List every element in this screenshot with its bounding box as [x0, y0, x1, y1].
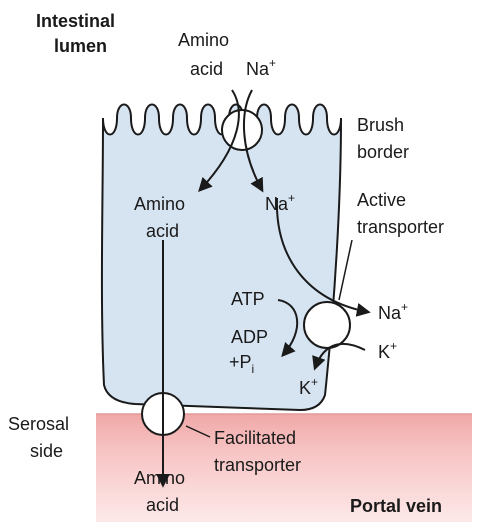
amino-acid-entry-path: [198, 89, 240, 193]
top-amino-acid-label: Amino: [178, 30, 229, 50]
brush-border-label: Brush: [357, 115, 404, 135]
intestinal-lumen-label: Intestinal: [36, 11, 115, 31]
top-sodium-label: Na+: [246, 56, 276, 79]
sodium-out-label: Na+: [378, 300, 408, 323]
cell-amino-acid-label: Amino: [134, 194, 185, 214]
potassium-cell-label: K+: [299, 375, 318, 398]
facilitated-transporter-label: Facilitated: [214, 428, 296, 448]
brush-border-label-2: border: [357, 142, 409, 162]
intestinal-lumen-label-2: lumen: [54, 36, 107, 56]
cell-amino-acid-label-2: acid: [146, 221, 179, 241]
atp-label: ATP: [231, 289, 265, 309]
bottom-amino-acid-label-2: acid: [146, 495, 179, 515]
active-transporter-label-2: transporter: [357, 217, 444, 237]
adp-label: ADP: [231, 327, 268, 347]
serosal-side-label-2: side: [30, 441, 63, 461]
potassium-in-label: K+: [378, 339, 397, 362]
serosal-side-label: Serosal: [8, 414, 69, 434]
active-transporter: [303, 301, 351, 349]
phosphate-label: +Pi: [229, 352, 254, 376]
epithelial-cell: [100, 103, 342, 412]
cell-sodium-label: Na+: [265, 191, 295, 214]
atp-hydrolysis-path: [277, 299, 299, 358]
facilitated-transporter-label-2: transporter: [214, 455, 301, 475]
top-amino-acid-label-2: acid: [190, 59, 223, 79]
facilitated-leader-line: [185, 425, 211, 438]
brush-border-transporter: [221, 109, 263, 151]
bottom-amino-acid-label: Amino: [134, 468, 185, 488]
potassium-entry-path: [312, 343, 366, 371]
active-leader-line: [338, 239, 353, 301]
sodium-exit-path: [275, 197, 371, 317]
portal-vein-label: Portal vein: [350, 496, 442, 516]
active-transporter-label: Active: [357, 190, 406, 210]
sodium-entry-path: [243, 89, 264, 193]
